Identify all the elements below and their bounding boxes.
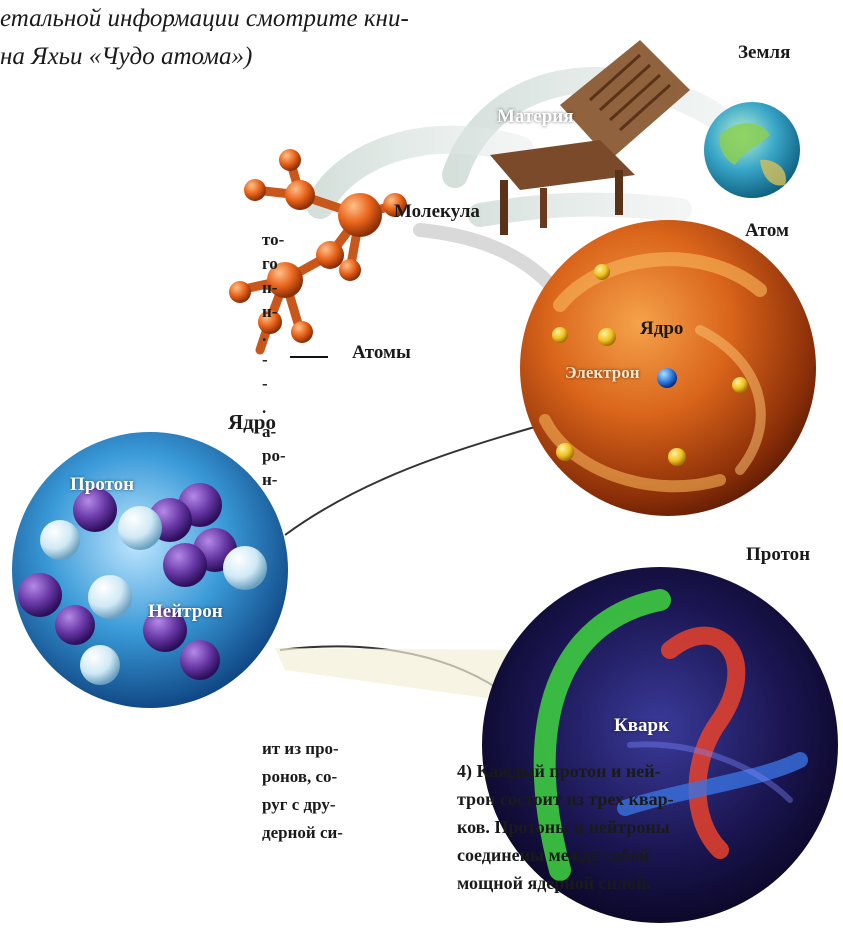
label-electron: Электрон [565,363,640,383]
side-fragment-line: н- [262,468,302,492]
label-atom: Атом [745,220,789,242]
side-fragment-line: то- [262,228,302,252]
bottom-left-text-fragment: ит из про- ронов, со- руг с дру- дерной … [262,735,343,847]
side-fragment-line: . [262,396,302,420]
earth-globe [704,102,800,198]
side-fragment-line: го [262,252,302,276]
bottom-left-line: дерной си- [262,819,343,847]
side-fragment-line: н- [262,300,302,324]
atom-nucleus-dot [657,368,677,388]
caption-quarks: 4) Каждый протон и ней- трон состоит из … [457,757,717,897]
label-matter: Материя [497,106,574,128]
header-line-2: на Яхьи «Чудо атома») [0,38,409,76]
caption-line: 4) Каждый протон и ней- [457,757,717,785]
bottom-left-line: руг с дру- [262,791,343,819]
side-fragment-line: ро- [262,444,302,468]
nucleus-sphere [12,432,288,708]
label-quark: Кварк [614,715,669,737]
label-proton-in-nucleus: Протон [70,474,134,496]
label-atoms: Атомы [352,342,411,364]
caption-line: трон состоит из трех квар- [457,785,717,813]
caption-line: соединены между собой [457,841,717,869]
label-molecule: Молекула [394,201,480,223]
side-text-fragment: то- го н- н- . - - . а- ро- н- [262,228,302,492]
header-line-1: етальной информации смотрите кни- [0,0,409,38]
side-fragment-line: - [262,348,302,372]
side-fragment-line: а- [262,420,302,444]
side-fragment-line: . [262,324,302,348]
header-reference: етальной информации смотрите кни- на Яхь… [0,0,409,76]
caption-line: мощной ядерной силой. [457,869,717,897]
proton-beam [275,648,520,700]
side-fragment-line: н- [262,276,302,300]
caption-line: ков. Протоны и нейтроны [457,813,717,841]
bottom-left-line: ронов, со- [262,763,343,791]
label-proton-title: Протон [746,544,810,566]
side-fragment-line: - [262,372,302,396]
label-neutron: Нейтрон [148,601,223,623]
label-earth: Земля [738,42,790,64]
label-nucleus-in-atom: Ядро [640,318,683,340]
molecule-model [229,149,407,357]
bottom-left-line: ит из про- [262,735,343,763]
